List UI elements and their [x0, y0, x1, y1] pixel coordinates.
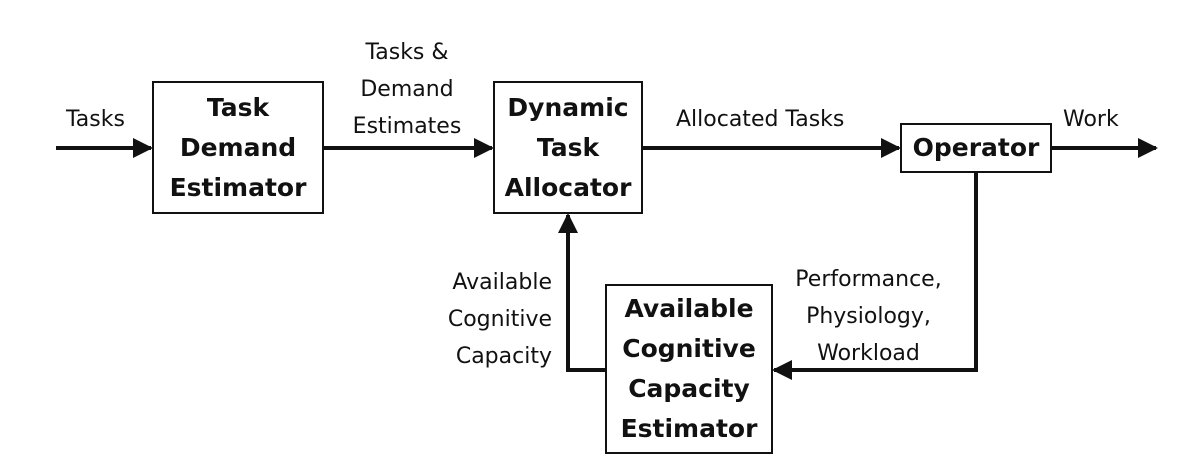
- dynamic-task-allocator-box: Dynamic Task Allocator: [493, 81, 643, 214]
- label-line: Workload: [817, 341, 920, 366]
- label-line: Tasks &: [365, 40, 449, 65]
- allocated-tasks-label: Allocated Tasks: [676, 101, 844, 138]
- available-cognitive-capacity-estimator-box: Available Cognitive Capacity Estimator: [605, 284, 773, 454]
- box-text-line: Capacity: [628, 374, 750, 403]
- tasks-and-demand-estimates-label: Tasks & Demand Estimates: [344, 34, 470, 145]
- task-demand-estimator-box: Task Demand Estimator: [152, 81, 324, 214]
- box-text-line: Available: [624, 294, 754, 323]
- label-line: Demand: [360, 77, 454, 102]
- box-text-line: Estimator: [620, 414, 758, 443]
- box-text-line: Cognitive: [622, 334, 756, 363]
- box-text-line: Task: [536, 132, 600, 162]
- box-text-line: Allocator: [504, 172, 632, 202]
- arrow-capacity-estimator-to-allocator: [558, 213, 605, 372]
- label-line: Work: [1063, 107, 1119, 132]
- label-line: Estimates: [352, 114, 462, 139]
- box-text-line: Estimator: [169, 172, 307, 202]
- arrow-operator-feedback-to-capacity-estimator: [772, 173, 978, 380]
- label-line: Capacity: [455, 344, 552, 369]
- label-line: Physiology,: [806, 304, 931, 329]
- box-text-line: Task: [206, 92, 270, 122]
- operator-box: Operator: [900, 123, 1052, 173]
- box-text-line: Demand: [179, 132, 297, 162]
- label-line: Cognitive: [447, 307, 552, 332]
- label-line: Tasks: [66, 107, 125, 132]
- box-text-line: Operator: [912, 133, 1040, 162]
- label-line: Performance,: [795, 267, 942, 292]
- label-line: Allocated Tasks: [676, 107, 845, 132]
- label-line: Available: [452, 270, 552, 295]
- box-text-line: Dynamic: [507, 92, 629, 122]
- work-output-label: Work: [1063, 101, 1119, 138]
- tasks-input-label: Tasks: [66, 101, 125, 138]
- performance-physiology-workload-label: Performance, Physiology, Workload: [785, 261, 952, 372]
- available-cognitive-capacity-label: Available Cognitive Capacity: [405, 264, 552, 375]
